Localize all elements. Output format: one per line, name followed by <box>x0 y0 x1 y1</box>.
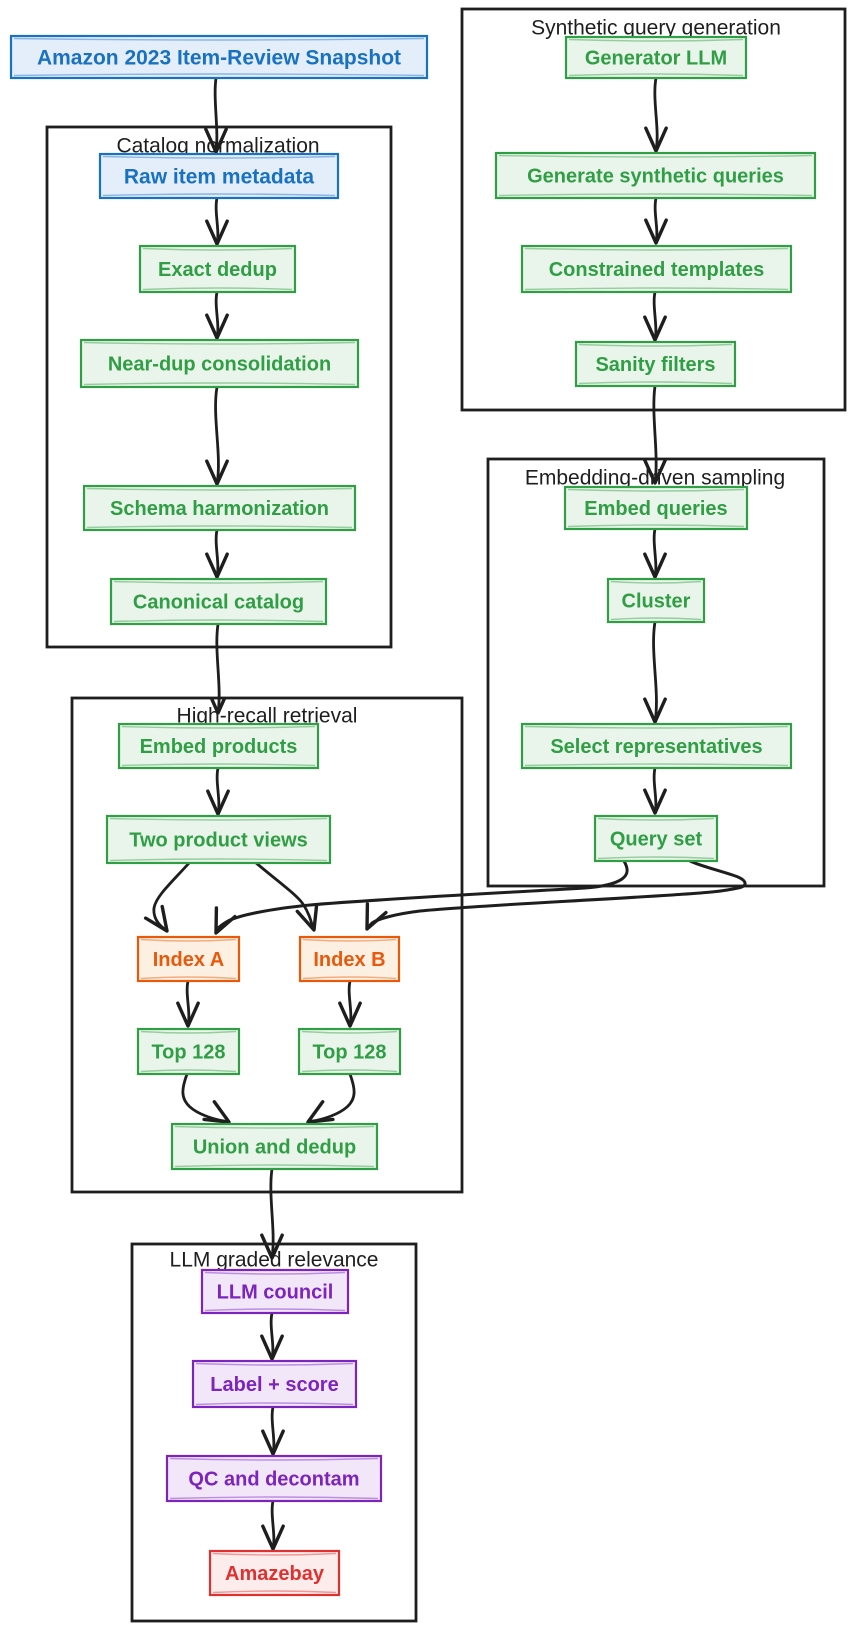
svg-text:Query set: Query set <box>610 829 703 851</box>
svg-text:High-recall retrieval: High-recall retrieval <box>177 705 358 728</box>
svg-text:Top 128: Top 128 <box>151 1042 225 1064</box>
svg-text:QC and decontam: QC and decontam <box>188 1469 359 1491</box>
svg-text:Union and dedup: Union and dedup <box>193 1137 356 1159</box>
svg-text:Sanity filters: Sanity filters <box>595 354 715 376</box>
svg-text:Canonical catalog: Canonical catalog <box>133 592 304 614</box>
svg-text:LLM graded relevance: LLM graded relevance <box>170 1249 379 1272</box>
svg-text:Index A: Index A <box>153 949 225 971</box>
svg-text:Select representatives: Select representatives <box>550 736 762 758</box>
svg-text:Generator LLM: Generator LLM <box>585 48 727 70</box>
svg-text:Amazon 2023 Item-Review Snapsh: Amazon 2023 Item-Review Snapshot <box>37 47 401 70</box>
svg-text:Top 128: Top 128 <box>312 1042 386 1064</box>
svg-text:Raw item metadata: Raw item metadata <box>124 166 315 189</box>
svg-text:Embed queries: Embed queries <box>584 498 727 520</box>
svg-text:Catalog normalization: Catalog normalization <box>116 135 319 158</box>
svg-text:LLM council: LLM council <box>217 1282 334 1304</box>
svg-text:Schema harmonization: Schema harmonization <box>110 498 329 520</box>
svg-text:Embedding-driven sampling: Embedding-driven sampling <box>525 467 785 490</box>
svg-text:Two product views: Two product views <box>129 830 308 852</box>
svg-text:Generate synthetic queries: Generate synthetic queries <box>527 166 784 188</box>
svg-text:Near-dup consolidation: Near-dup consolidation <box>108 354 331 376</box>
svg-text:Label + score: Label + score <box>210 1374 338 1396</box>
svg-text:Amazebay: Amazebay <box>225 1563 325 1585</box>
svg-text:Embed products: Embed products <box>140 736 298 758</box>
svg-text:Constrained templates: Constrained templates <box>549 259 765 281</box>
svg-text:Index B: Index B <box>313 949 385 971</box>
svg-text:Cluster: Cluster <box>622 591 691 613</box>
svg-text:Exact dedup: Exact dedup <box>158 259 277 281</box>
svg-text:Synthetic query generation: Synthetic query generation <box>531 17 781 40</box>
